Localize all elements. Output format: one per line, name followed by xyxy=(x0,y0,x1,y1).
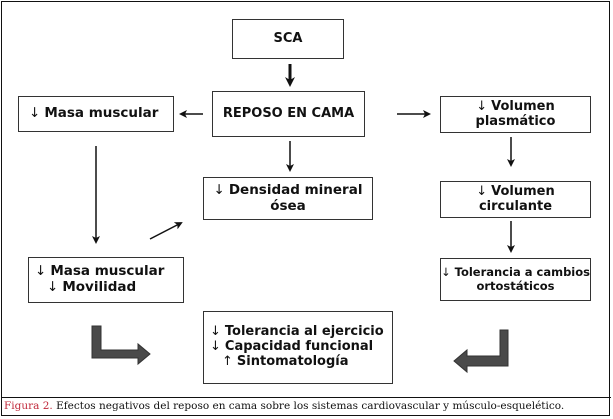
down-arrow-icon: ↓ xyxy=(441,265,451,280)
node-tolerancia-text: Tolerancia a cambios xyxy=(454,265,590,280)
down-arrow-icon: ↓ xyxy=(213,181,225,198)
node-masa-muscular-text: Masa muscular xyxy=(44,105,159,122)
node-movilidad-text: Movilidad xyxy=(62,279,137,295)
down-arrow-icon: ↓ xyxy=(210,324,221,340)
figure-caption-text: Efectos negativos del reposo en cama sob… xyxy=(52,400,565,412)
figure-label: Figura 2. xyxy=(4,400,53,412)
caption-divider xyxy=(1,397,611,398)
node-efectos-finales: ↓Tolerancia al ejercicio ↓Capacidad func… xyxy=(203,311,393,384)
down-arrow-icon: ↓ xyxy=(210,339,221,355)
block-arrow-right xyxy=(453,329,509,374)
node-circulante-text: circulante xyxy=(478,198,553,214)
node-osea-text: ósea xyxy=(270,197,306,214)
node-plasmatico-text: plasmático xyxy=(475,113,556,129)
node-sca-text: SCA xyxy=(273,30,303,46)
down-arrow-icon: ↓ xyxy=(29,105,41,122)
node-reposo-en-cama: REPOSO EN CAMA xyxy=(212,91,365,137)
node-masa-muscular-movilidad: ↓Masa muscular ↓Movilidad xyxy=(28,257,184,303)
down-arrow-icon: ↓ xyxy=(476,183,488,199)
node-sca: SCA xyxy=(232,19,344,59)
block-arrow-left xyxy=(91,325,151,366)
down-arrow-icon: ↓ xyxy=(47,279,59,295)
node-densidad-text: Densidad mineral xyxy=(228,181,363,198)
up-arrow-icon: ↑ xyxy=(222,353,233,369)
down-arrow-icon: ↓ xyxy=(476,98,488,114)
node-volumen-text: Volumen xyxy=(491,98,555,114)
figure-caption: Figura 2. Efectos negativos del reposo e… xyxy=(4,400,564,412)
node-capacidad-funcional-text: Capacidad funcional xyxy=(224,339,374,355)
node-ortostaticos-text: ortostáticos xyxy=(476,278,555,293)
arrow-movilidad-to-densidad xyxy=(149,222,183,240)
node-masa-text: Masa muscular xyxy=(50,263,165,280)
node-volumen-circulante: ↓Volumen circulante xyxy=(440,181,591,218)
down-arrow-icon: ↓ xyxy=(35,263,47,280)
node-volumen-plasmatico: ↓Volumen plasmático xyxy=(440,96,591,133)
node-reposo-text: REPOSO EN CAMA xyxy=(222,105,355,121)
node-masa-muscular: ↓Masa muscular xyxy=(18,96,174,132)
node-volumen-circ-text: Volumen xyxy=(491,183,555,199)
node-sintomatologia-text: Sintomatología xyxy=(236,353,349,369)
node-densidad-mineral-osea: ↓Densidad mineral ósea xyxy=(203,177,373,220)
node-tolerancia-ortostatica: ↓Tolerancia a cambios ortostáticos xyxy=(440,258,591,301)
node-tolerancia-ejercicio-text: Tolerancia al ejercicio xyxy=(224,324,384,340)
